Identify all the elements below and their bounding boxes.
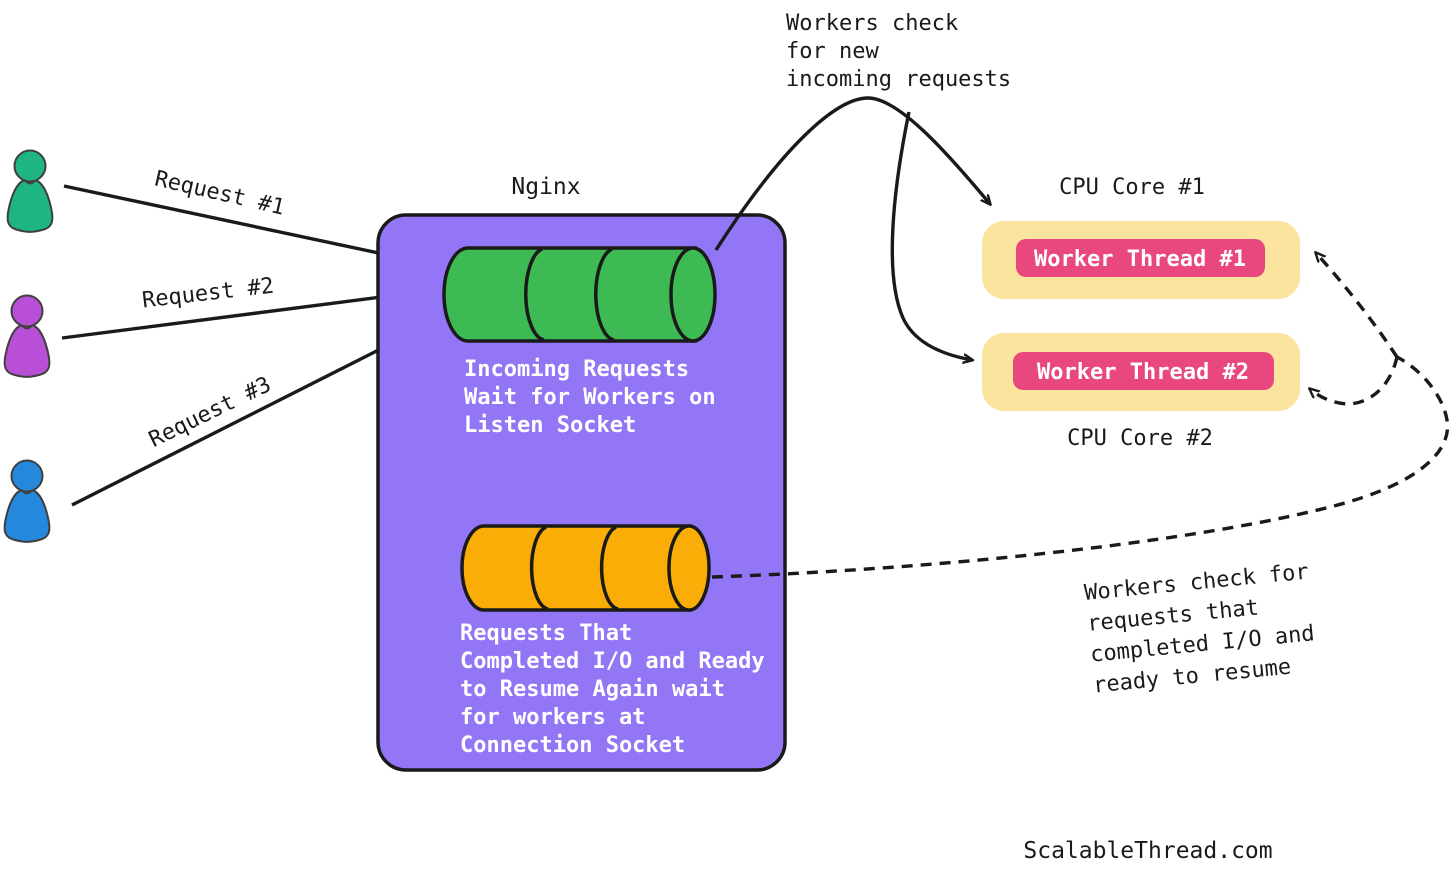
listen-socket-cylinder [442,246,717,343]
listen-caption-line-3: Listen Socket [464,413,636,438]
worker-thread-1-box [1016,239,1265,277]
poll-listen-arrow-core2 [890,111,972,360]
connection-cylinder-body [460,524,692,612]
listen-cylinder-divider-1 [524,247,545,342]
user-icon-3 [3,459,51,543]
user-icon-2 [3,294,51,378]
connection-caption-line-5: Connection Socket [460,733,685,758]
listen-cylinder-divider-2 [594,247,615,342]
request-1-arrow [63,184,435,265]
request-2-label: Request #2 [141,274,275,314]
connection-caption-line-2: Completed I/O and Ready [460,649,765,674]
user-icon-1 [6,149,54,233]
poll-connection-arrow-core1 [1316,253,1399,358]
listen-caption-line-1: Incoming Requests [464,357,689,382]
connection-caption-line-3: to Resume Again wait [460,677,725,702]
listen-cylinder-cap [669,246,717,343]
connection-cylinder-divider-1 [529,525,549,611]
connection-cylinder-divider-2 [599,525,619,611]
workers-check-io-annotation: Workers check for requests that complete… [1083,560,1315,699]
request-3-arrow [71,323,432,507]
workers-check-io-line-1: Workers check for [1083,560,1310,606]
connection-cylinder-cap [667,524,711,612]
workers-check-new-line-3: incoming requests [786,67,1011,92]
cpu-core-2-label: CPU Core #2 [1067,426,1213,451]
connection-caption-line-1: Requests That [460,621,632,646]
listen-cylinder-body [442,246,697,343]
worker-thread-2-box [1013,352,1274,390]
request-1-label: Request #1 [152,166,287,220]
nginx-title: Nginx [511,174,580,200]
worker-thread-1-label: Worker Thread #1 [1034,247,1246,272]
poll-connection-dashed-line [711,355,1450,579]
connection-socket-cylinder [460,524,711,612]
poll-connection-arrow-core2 [1310,356,1399,406]
connection-caption-line-4: for workers at [460,705,645,730]
cpu-core-1-label: CPU Core #1 [1059,175,1205,200]
workers-check-new-line-1: Workers check [786,11,958,36]
listen-caption-line-2: Wait for Workers on [464,385,716,410]
poll-listen-arrow-core1 [714,96,990,251]
nginx-box [376,213,787,772]
site-watermark: ScalableThread.com [1023,838,1272,864]
request-2-arrow [61,290,436,340]
worker-thread-2-label: Worker Thread #2 [1037,360,1249,385]
workers-check-new-line-2: for new [786,39,879,64]
